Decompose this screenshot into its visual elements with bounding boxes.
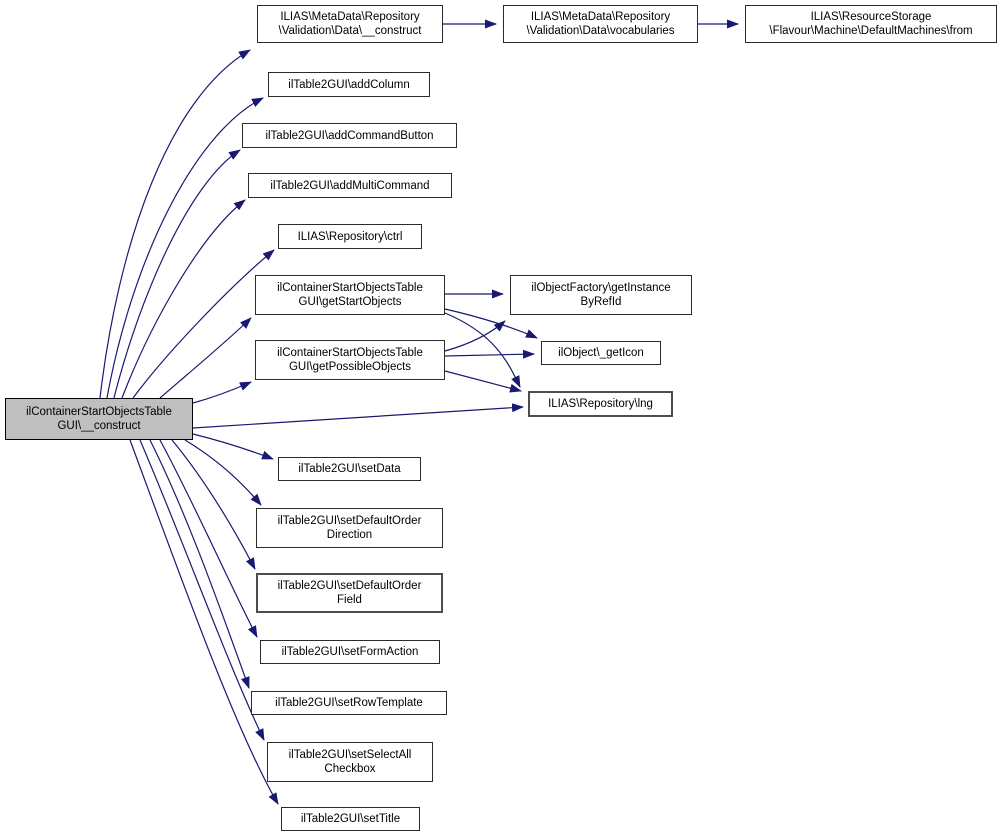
node-ilias-repository-lng[interactable]: ILIAS\Repository\lng: [528, 391, 673, 417]
edge-get-possible-objects-to-get-instance-by-ref-id: [444, 320, 506, 352]
edge-main-to-set-data: [192, 433, 274, 460]
edge-main-to-add-multi-command: [121, 199, 246, 399]
edge-get-start-objects-to-lng: [444, 312, 521, 388]
edge-get-possible-objects-to-lng: [444, 370, 522, 393]
node-iltable2gui-addcolumn[interactable]: ilTable2GUI\addColumn: [268, 72, 430, 97]
node-iltable2gui-setdefaultorderfield[interactable]: ilTable2GUI\setDefaultOrder Field: [256, 573, 443, 613]
edge-main-to-get-start-objects: [159, 317, 252, 399]
node-ilias-repository-ctrl[interactable]: ILIAS\Repository\ctrl: [278, 224, 422, 249]
node-container-start-objects-table-gui-getstartobjects[interactable]: ilContainerStartObjectsTable GUI\getStar…: [255, 275, 445, 315]
node-resourcestorage-flavour-machine-defaultmachines-from[interactable]: ILIAS\ResourceStorage \Flavour\Machine\D…: [745, 5, 997, 43]
edge-main-to-set-title: [129, 439, 279, 805]
node-iltable2gui-setrowtemplate[interactable]: ilTable2GUI\setRowTemplate: [251, 691, 447, 715]
edge-main-to-set-default-order-direction: [184, 439, 262, 506]
edge-main-to-set-row-template: [149, 439, 250, 689]
node-iltable2gui-setdata[interactable]: ilTable2GUI\setData: [278, 457, 421, 481]
node-iltable2gui-addcommandbutton[interactable]: ilTable2GUI\addCommandButton: [242, 123, 457, 148]
edge-main-to-add-column: [106, 97, 264, 399]
edge-main-to-lng: [192, 403, 524, 429]
edge-main-to-ctrl: [132, 249, 275, 399]
node-iltable2gui-setdefaultorderdirection[interactable]: ilTable2GUI\setDefaultOrder Direction: [256, 508, 443, 548]
node-container-start-objects-table-gui-construct: ilContainerStartObjectsTable GUI\__const…: [5, 398, 193, 440]
node-iltable2gui-settitle[interactable]: ilTable2GUI\setTitle: [281, 807, 420, 831]
node-iltable2gui-setformaction[interactable]: ilTable2GUI\setFormAction: [260, 640, 440, 664]
node-ilobject-geticon[interactable]: ilObject\_getIcon: [541, 341, 661, 365]
edge-main-to-set-select-all-checkbox: [139, 439, 265, 741]
edge-main-to-md-construct: [99, 49, 251, 399]
edge-main-to-add-command-button: [113, 149, 241, 399]
node-container-start-objects-table-gui-getpossibleobjects[interactable]: ilContainerStartObjectsTable GUI\getPoss…: [255, 340, 445, 380]
node-metadata-repository-validation-data-construct[interactable]: ILIAS\MetaData\Repository \Validation\Da…: [257, 5, 443, 43]
edge-main-to-set-form-action: [159, 439, 258, 638]
edge-main-to-get-possible-objects: [192, 381, 252, 404]
node-metadata-repository-validation-data-vocabularies[interactable]: ILIAS\MetaData\Repository \Validation\Da…: [503, 5, 698, 43]
node-iltable2gui-setselectallcheckbox[interactable]: ilTable2GUI\setSelectAll Checkbox: [267, 742, 433, 782]
node-ilobjectfactory-getinstancebyrefid[interactable]: ilObjectFactory\getInstance ByRefId: [510, 275, 692, 315]
edge-get-possible-objects-to-get-icon: [444, 349, 535, 359]
edge-main-to-set-default-order-field: [171, 439, 256, 570]
node-iltable2gui-addmulticommand[interactable]: ilTable2GUI\addMultiCommand: [248, 173, 452, 198]
